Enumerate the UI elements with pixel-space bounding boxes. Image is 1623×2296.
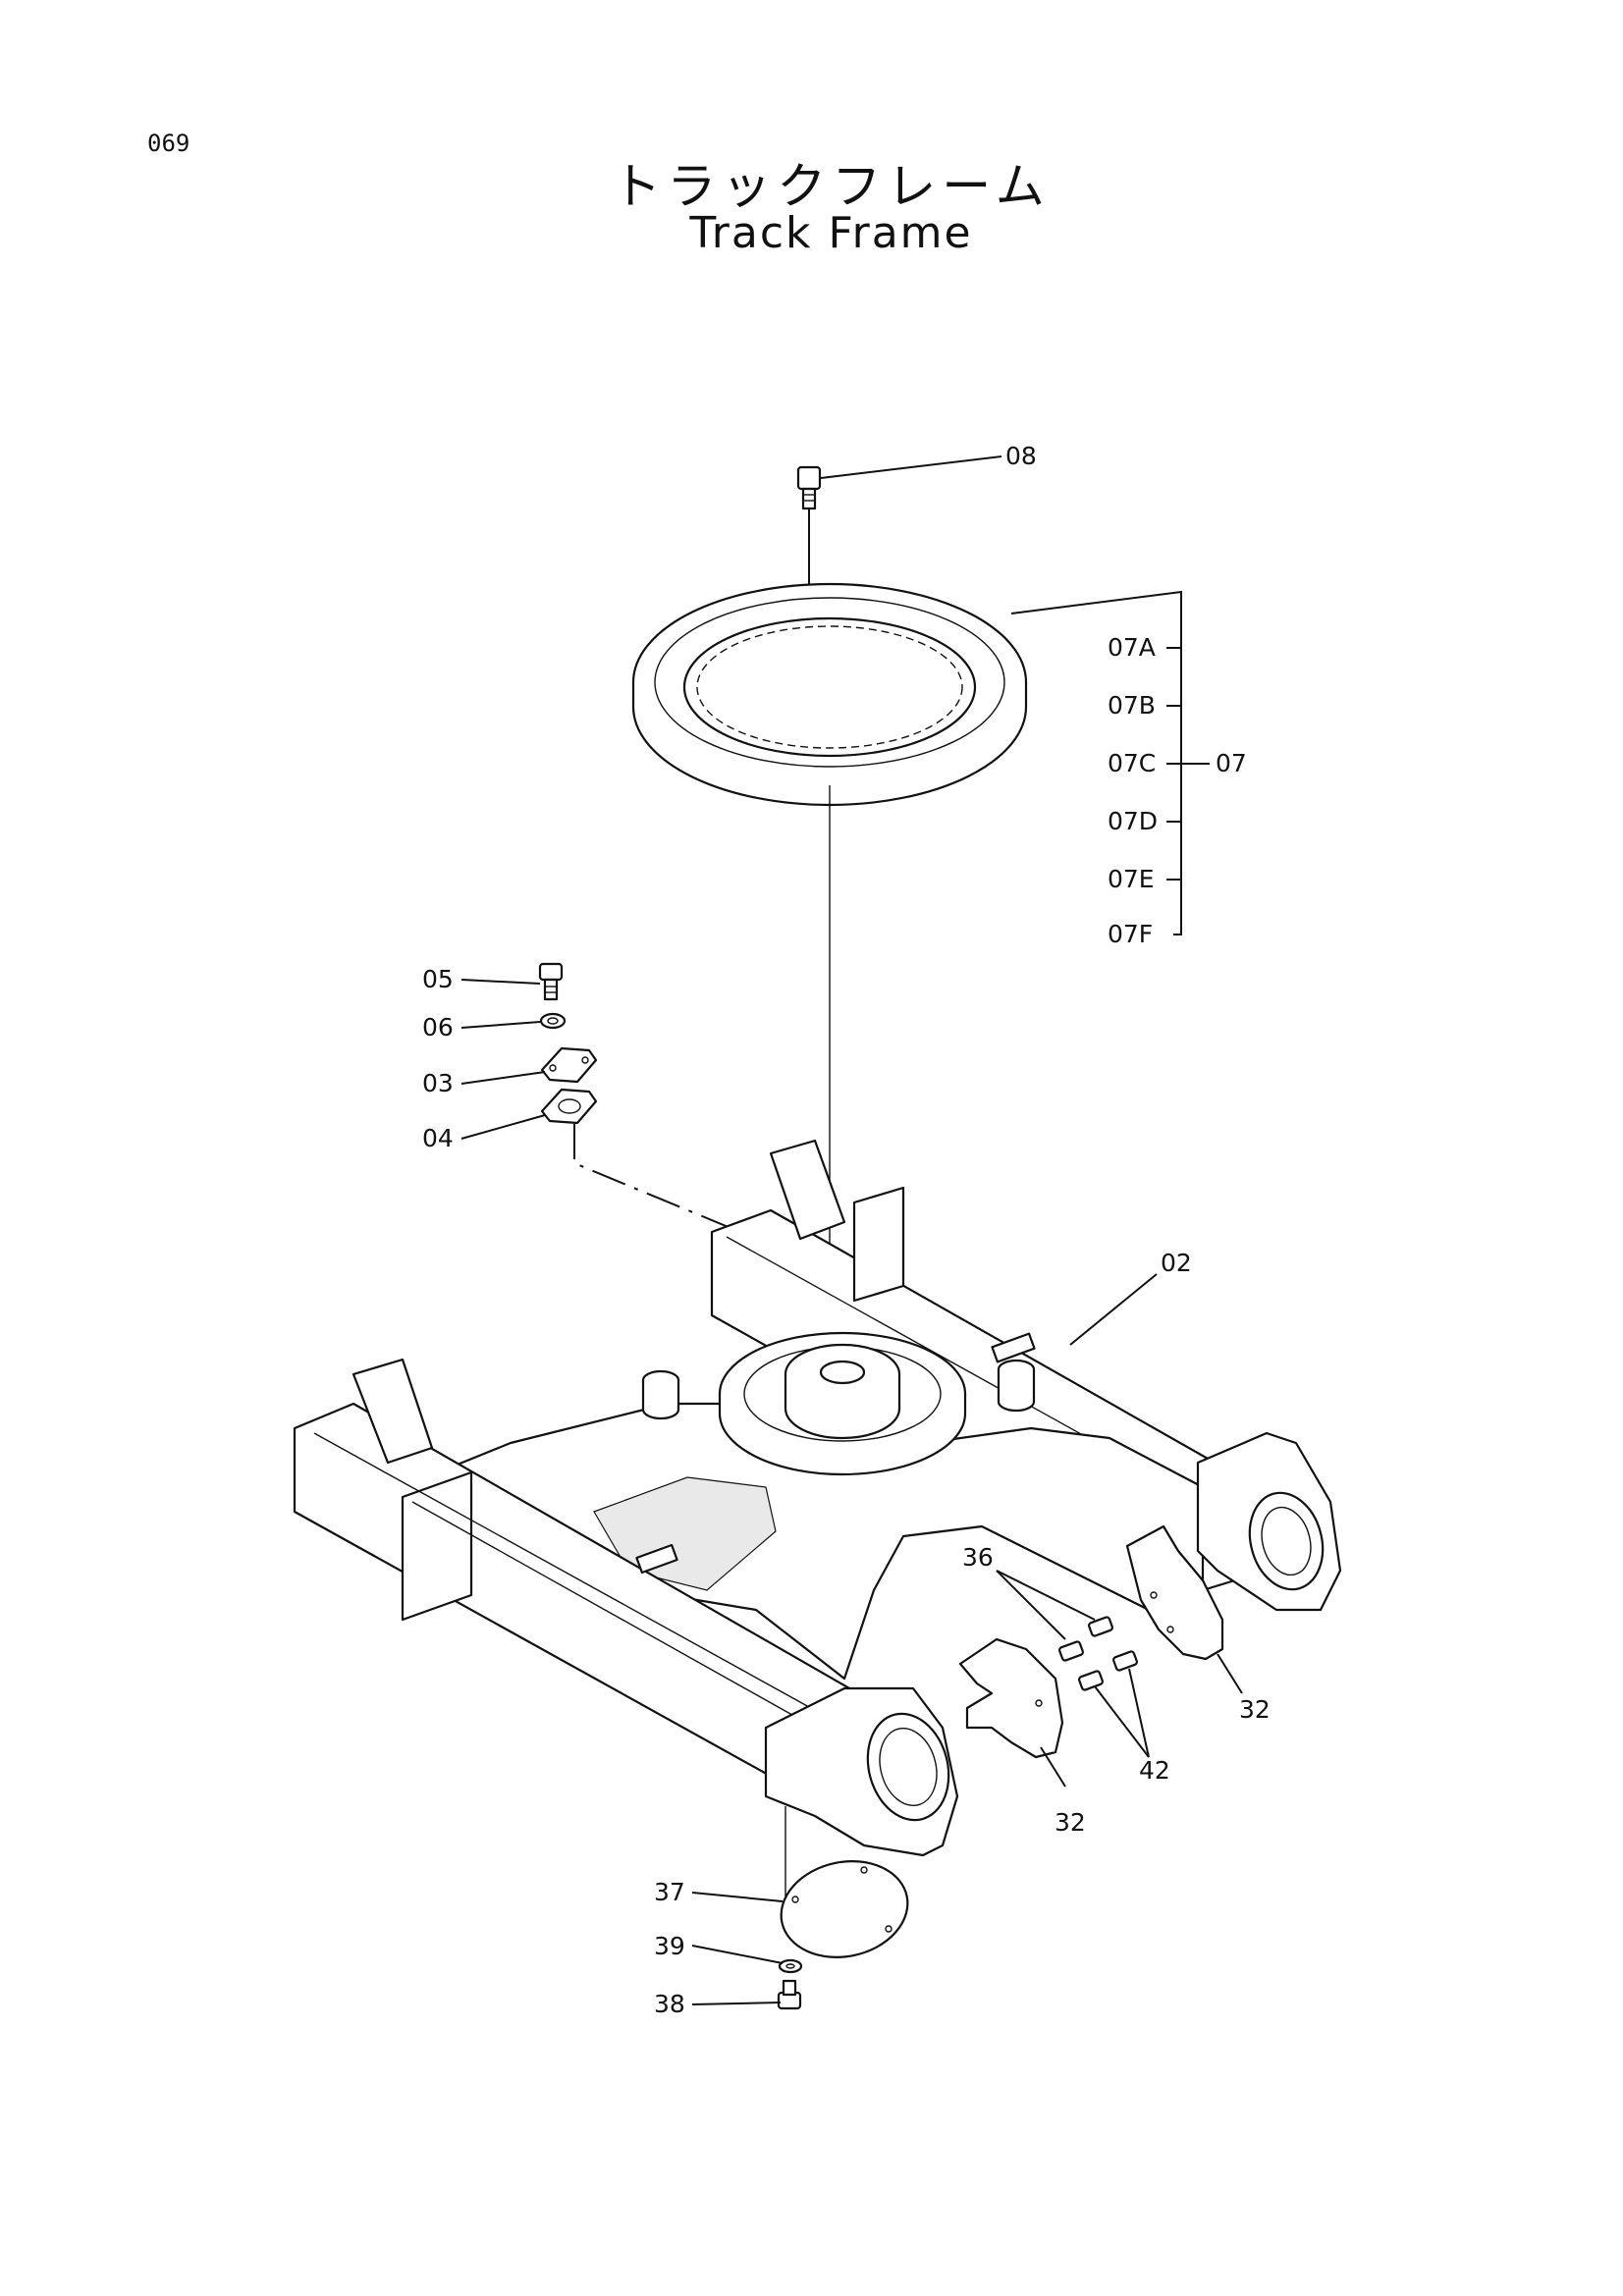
washer-39 [778,1958,803,1974]
callout-38: 38 [654,1990,685,2018]
page-number: 069 [147,130,190,157]
cover-32-right [1125,1524,1224,1661]
track-frame-02 [293,1139,1342,1857]
callout-07B: 07B [1108,691,1156,720]
callout-07A: 07A [1108,633,1156,662]
gasket-04 [540,1088,598,1125]
callout-37: 37 [654,1878,685,1906]
callout-08: 08 [1005,442,1037,470]
callout-07D: 07D [1108,807,1158,835]
title-japanese: トラックフレーム [612,158,1051,215]
bolt-05 [538,962,564,1001]
callout-32-left: 32 [1055,1808,1086,1837]
bolts-42 [1078,1650,1138,1691]
callout-05: 05 [422,965,454,993]
callout-39: 39 [654,1932,685,1960]
callout-07C: 07C [1108,749,1156,777]
bolts-36 [1058,1616,1113,1662]
callout-03: 03 [422,1069,454,1097]
cover-32-left [958,1637,1064,1759]
callout-42: 42 [1139,1756,1170,1785]
callout-36: 36 [962,1543,994,1572]
callout-32-right: 32 [1239,1695,1271,1724]
washer-06 [539,1012,567,1030]
callout-04: 04 [422,1124,454,1152]
title-english: Track Frame [689,208,973,258]
callout-07: 07 [1216,749,1247,777]
callout-07E: 07E [1108,865,1155,893]
bolt-38 [777,1979,802,2010]
callout-06: 06 [422,1013,454,1041]
cover-03 [540,1046,598,1084]
callout-02: 02 [1161,1249,1192,1277]
bolt-08 [796,465,822,510]
callout-07F: 07F [1108,920,1153,948]
swing-bearing-ring [631,582,1028,807]
cover-plate-37 [780,1860,909,1958]
